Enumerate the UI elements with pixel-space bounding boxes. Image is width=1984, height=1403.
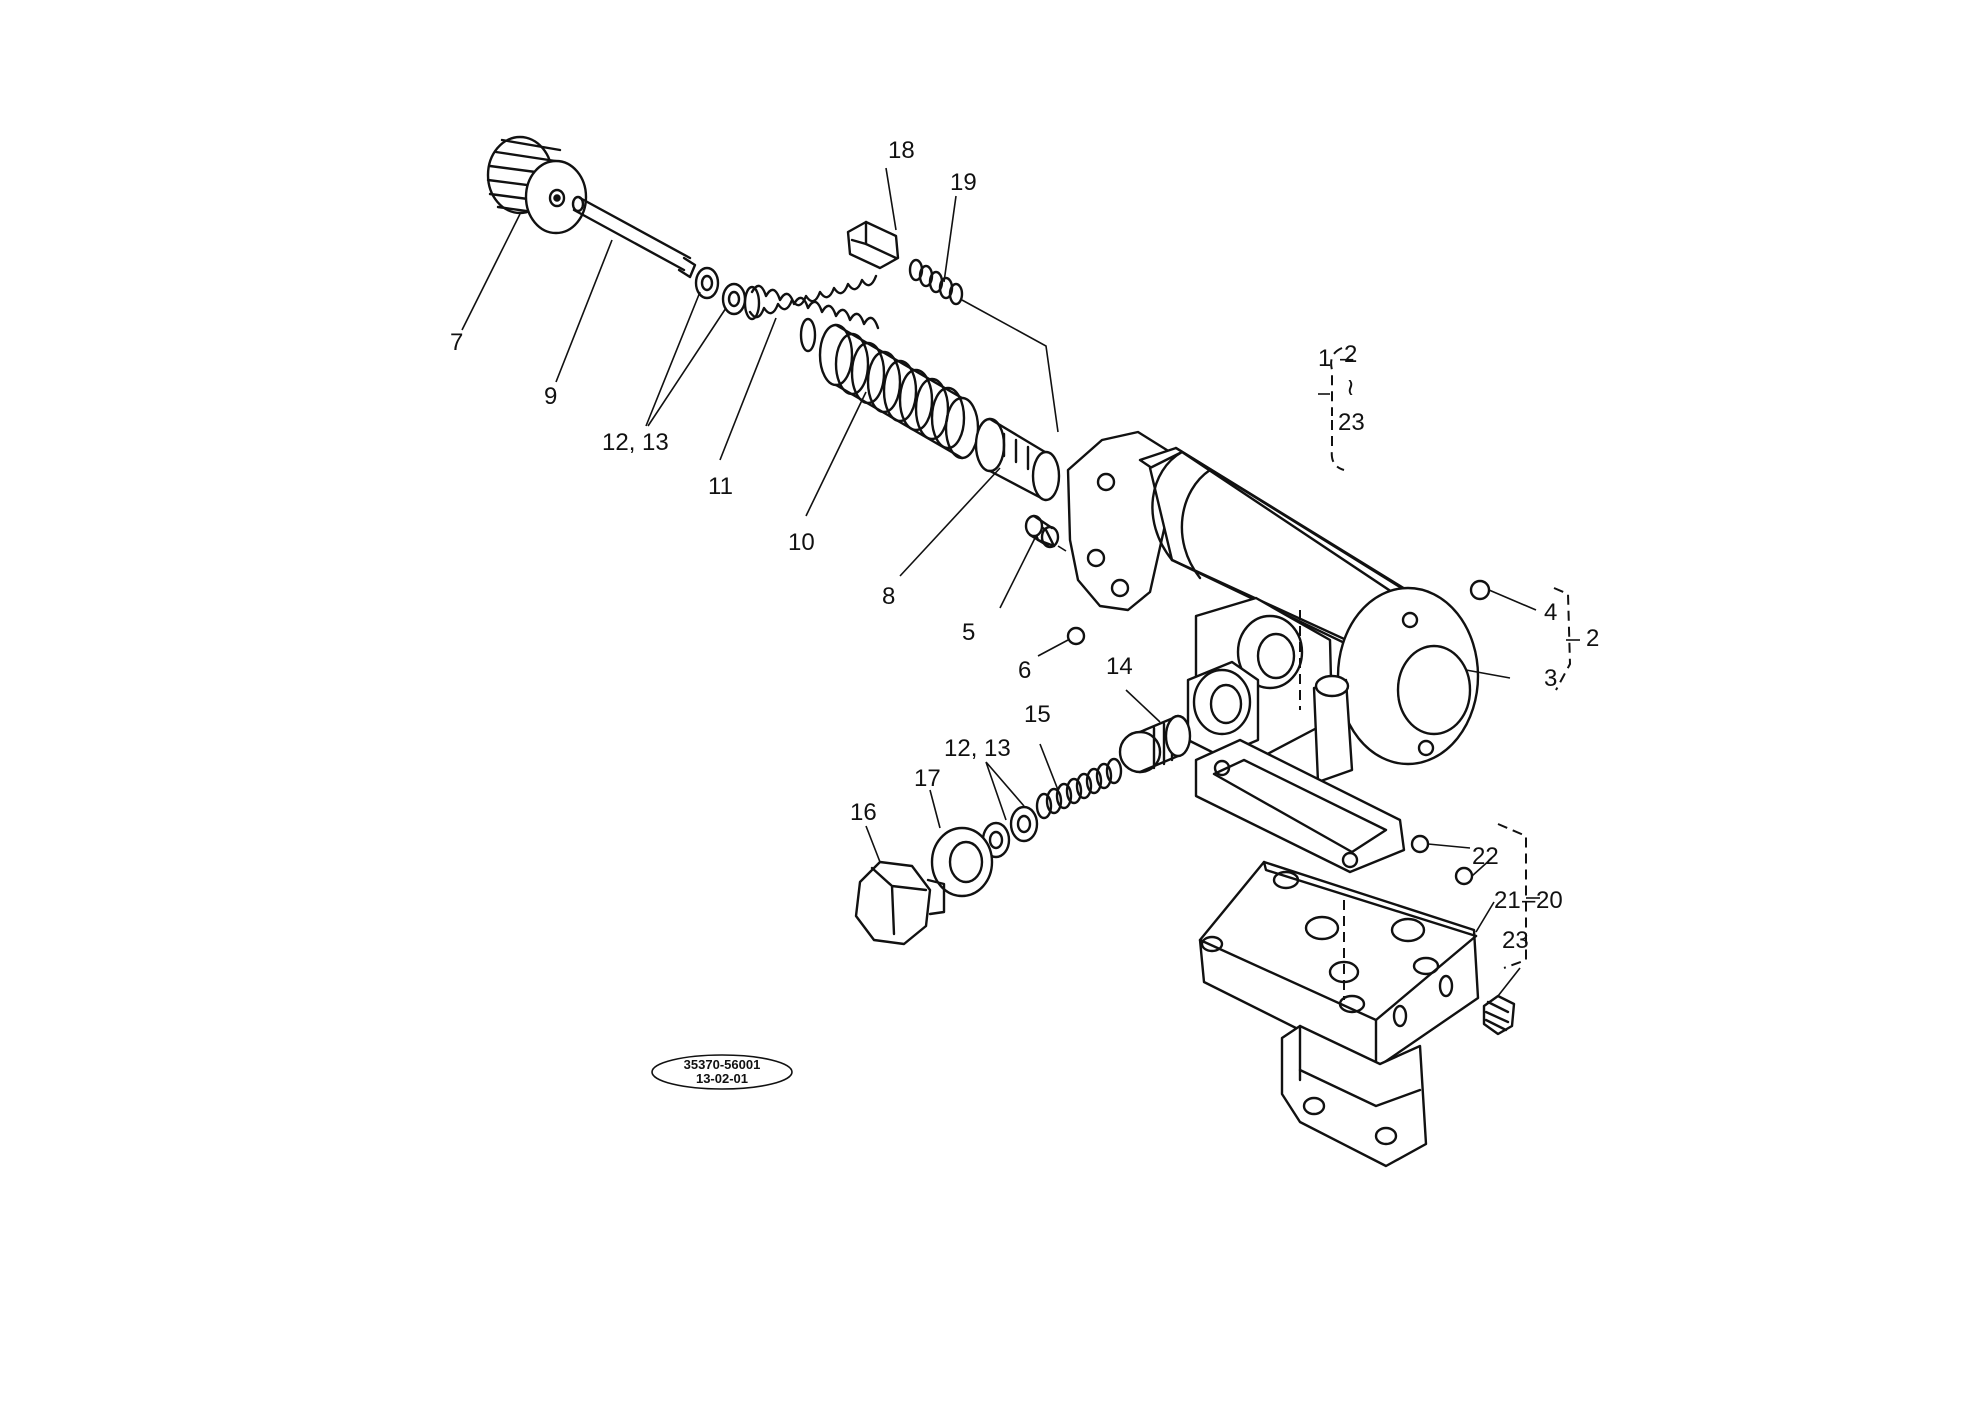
label-15: 15: [1024, 701, 1051, 728]
drawing-number-stamp: 35370-56001 13-02-01: [651, 1054, 793, 1090]
part-11-spring: [743, 274, 880, 353]
label-23-right: 23: [1502, 927, 1529, 954]
part-23-set-screw: [1482, 967, 1521, 1036]
label-3: 3: [1544, 665, 1557, 692]
part-21-mount-block: [1198, 860, 1480, 1168]
label-12-13-lower: 12, 13: [944, 735, 1011, 762]
part-16-hex-plug: [854, 860, 946, 946]
label-tilde: ≀: [1346, 374, 1355, 401]
part-9-rod: [571, 195, 697, 279]
label-11: 11: [708, 473, 733, 500]
label-16: 16: [850, 799, 877, 826]
stamp-line-2: 13-02-01: [696, 1071, 748, 1086]
valve-body-assembly: [1066, 430, 1480, 874]
label-14: 14: [1106, 653, 1133, 680]
label-20: 20: [1536, 887, 1563, 914]
part-10-spring: [818, 323, 980, 460]
part-17-washer: [930, 826, 994, 898]
label-7: 7: [450, 329, 463, 356]
brackets: [1318, 347, 1580, 969]
label-18: 18: [888, 137, 915, 164]
label-23-top: 23: [1338, 409, 1365, 436]
label-1-dash: –: [1340, 345, 1354, 372]
part-4-ball: [1469, 579, 1537, 611]
part-19-spring: [908, 258, 1059, 433]
label-10: 10: [788, 529, 815, 556]
label-5: 5: [962, 619, 975, 646]
part-5-pin: [1024, 514, 1067, 552]
part-6-ball: [1037, 626, 1086, 657]
part-7-knob: [486, 135, 588, 235]
part-14-plunger: [1118, 714, 1192, 774]
part-12-13-washers-upper: [694, 266, 747, 316]
part-22-balls: [1410, 834, 1493, 886]
label-6: 6: [1018, 657, 1031, 684]
label-19: 19: [950, 169, 977, 196]
label-8: 8: [882, 583, 895, 610]
leader-lines: [461, 167, 1511, 933]
stamp-line-1: 35370-56001: [684, 1057, 761, 1072]
label-2-right: 2: [1586, 625, 1599, 652]
label-22: 22: [1472, 843, 1499, 870]
label-20-dash: –: [1522, 887, 1536, 914]
label-2-top: 2: [1344, 341, 1357, 368]
part-15-spring: [1035, 757, 1123, 820]
label-4: 4: [1544, 599, 1557, 626]
label-12-13-upper: 12, 13: [602, 429, 669, 456]
part-8-piston: [974, 417, 1061, 502]
part-labels: 1 – 2 ≀ 23 7 9 12, 13 11 10 8 5 6 18 19 …: [450, 137, 1599, 954]
label-1: 1: [1318, 345, 1331, 372]
label-21: 21: [1494, 887, 1521, 914]
label-9: 9: [544, 383, 557, 410]
part-18-clip: [846, 220, 900, 270]
label-17: 17: [914, 765, 941, 792]
